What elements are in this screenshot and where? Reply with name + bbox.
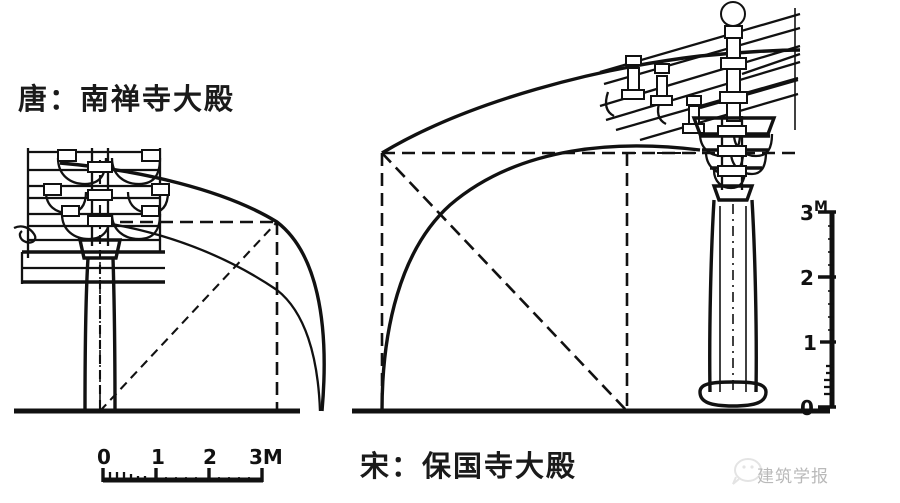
right-dougong-bracket-set — [691, 116, 777, 202]
left-center-dou-3 — [87, 215, 113, 227]
right-small-dou-5 — [686, 95, 702, 106]
right-purlin-line — [699, 78, 799, 110]
left-dou-block-2 — [141, 149, 161, 162]
right-small-dou-6 — [682, 123, 705, 134]
left-dou-block-6 — [141, 205, 160, 217]
right-center-dou-1 — [717, 125, 747, 137]
left-inner-curve — [99, 220, 322, 412]
right-bracket-arm-l3 — [712, 169, 747, 190]
right-finial-dou-2 — [720, 57, 747, 70]
right-small-dou-3 — [654, 63, 670, 74]
right-small-dou-4 — [650, 95, 673, 106]
right-rafter-3-top — [615, 76, 799, 132]
right-bracket-arm-r1 — [732, 133, 774, 158]
right-small-dou-1 — [625, 55, 642, 66]
vscale-label-3: 3 — [800, 201, 814, 225]
left-bracket-arm-br — [110, 213, 162, 241]
hscale-label-3: 3M — [249, 445, 283, 469]
right-finial-ball — [720, 1, 746, 27]
right-construction-geometry — [380, 151, 795, 412]
right-column-plinth — [698, 380, 768, 408]
left-beam-layers — [20, 148, 165, 284]
right-small-dou-2 — [621, 89, 645, 100]
vscale-label-0: 0 — [800, 396, 814, 420]
left-dou-block-1 — [57, 149, 77, 162]
right-diagonal — [381, 152, 628, 412]
right-bracket-arm-r2 — [729, 151, 768, 176]
right-ang-tail-1 — [604, 91, 615, 118]
left-dou-block-5 — [61, 205, 80, 217]
left-column-left-edge — [83, 257, 90, 412]
right-roof-inner-curve — [380, 144, 701, 412]
left-column-right-edge — [111, 257, 117, 412]
left-bracket-arm-tr — [110, 157, 162, 186]
left-diagonal — [99, 221, 278, 412]
horizontal-scale-bar — [101, 468, 264, 483]
right-finial-dou-1 — [724, 25, 743, 39]
left-dougong-bracket-set — [43, 148, 170, 260]
hscale-label-0: 0 — [97, 445, 111, 469]
right-lu-dou — [711, 184, 755, 202]
hscale-label-2: 2 — [203, 445, 217, 469]
left-hook-detail — [13, 225, 37, 244]
left-building-drawing — [13, 148, 326, 414]
vscale-label-1: 1 — [803, 331, 817, 355]
right-panel-title: 宋：保国寺大殿 — [360, 449, 578, 483]
right-building-drawing — [352, 1, 830, 414]
vertical-scale-bar — [818, 210, 836, 409]
hscale-label-1: 1 — [151, 445, 165, 469]
watermark-text: 建筑学报 — [757, 467, 829, 487]
left-center-dou-2 — [87, 189, 113, 201]
vscale-label-2: 2 — [800, 266, 814, 290]
left-roof-curve — [59, 161, 326, 412]
left-dou-block-3 — [43, 183, 62, 196]
right-finial-post — [719, 1, 748, 122]
horizontal-scale-labels: 0 1 2 3M — [97, 445, 283, 469]
right-column-left-edge — [708, 199, 716, 393]
right-center-dou-2 — [717, 145, 747, 157]
right-center-dou-3 — [717, 165, 747, 177]
right-roof-outer-curve — [381, 48, 801, 155]
left-center-dou-1 — [87, 161, 113, 173]
left-dou-block-4 — [151, 183, 170, 196]
right-short-rafter — [741, 52, 801, 76]
vertical-scale-labels: 3 M 2 1 0 — [800, 199, 828, 420]
right-finial-dou-3 — [719, 91, 748, 104]
right-column-right-edge — [750, 199, 758, 393]
right-rafter-2-bottom — [605, 60, 801, 122]
left-panel-title: 唐：南禅寺大殿 — [18, 82, 236, 116]
wechat-logo-icon — [732, 458, 762, 485]
vscale-unit-label: M — [814, 199, 828, 215]
right-bracket-tier-1 — [691, 116, 777, 136]
left-column — [83, 257, 117, 412]
right-column — [698, 199, 768, 408]
left-lu-dou — [77, 238, 123, 260]
